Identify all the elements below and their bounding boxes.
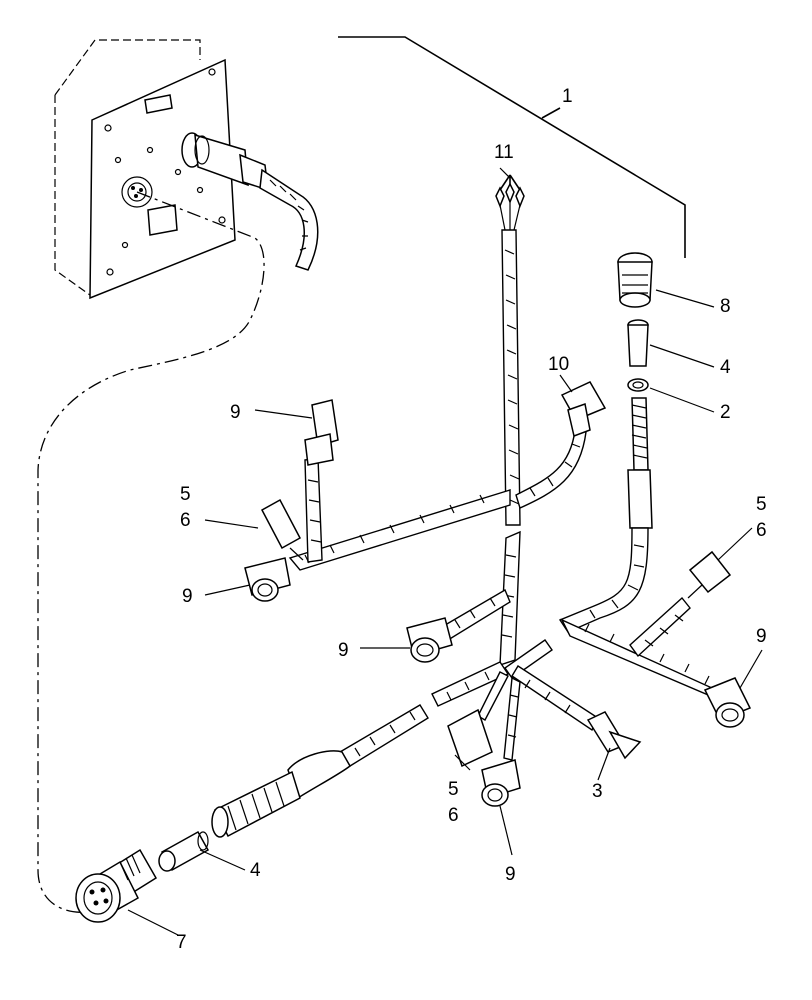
callout-6-bottom: 6 [448, 805, 459, 826]
panel-plug-connector [181, 132, 319, 271]
callout-labels: 1 11 8 10 4 2 9 5 6 5 6 9 9 9 3 5 6 9 4 … [176, 86, 767, 953]
callout-9-right: 9 [756, 626, 767, 647]
callout-11: 11 [494, 142, 514, 163]
callout-4-top: 4 [720, 357, 731, 378]
callout-4-bottom: 4 [250, 860, 261, 881]
callout-7: 7 [176, 932, 187, 953]
callout-5-left: 5 [180, 484, 191, 505]
callout-1: 1 [562, 86, 573, 107]
callout-6-left: 6 [180, 510, 191, 531]
callout-5-bottom: 5 [448, 779, 459, 800]
harness-upper-left-branch [244, 399, 511, 602]
control-panel-unit [54, 39, 319, 300]
harness-main-trunk [495, 174, 525, 526]
harness-branch-10 [515, 381, 607, 509]
callout-3: 3 [592, 781, 603, 802]
callout-2: 2 [720, 402, 731, 423]
callout-9-mid: 9 [338, 640, 349, 661]
item-1-bracket [338, 36, 686, 258]
callout-10: 10 [548, 354, 569, 375]
callout-8: 8 [720, 296, 731, 317]
harness-right-branch [558, 252, 752, 728]
harness-lower-trunk [75, 530, 642, 923]
callout-5-right: 5 [756, 494, 767, 515]
callout-6-right: 6 [756, 520, 767, 541]
callout-9-left: 9 [182, 586, 193, 607]
connector-7 [75, 848, 158, 923]
callout-9-upper-left: 9 [230, 402, 241, 423]
callout-9-bottom: 9 [505, 864, 516, 885]
leader-lines [127, 167, 763, 936]
